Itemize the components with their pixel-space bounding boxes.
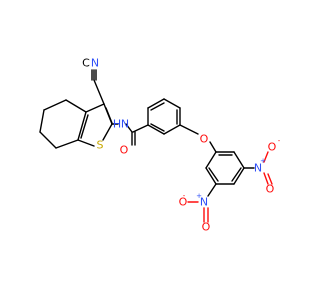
carbonyl-oxygen-label: O: [120, 144, 129, 157]
nitro2-oxygen-bottom-label: O: [202, 221, 211, 234]
amide-linker: [111, 123, 149, 146]
ether-oxygen-label: O: [200, 133, 209, 146]
thiophene-sulfur-label: S: [97, 139, 104, 152]
nitro2-minus-charge: -: [183, 192, 186, 200]
nitro-group-2: [187, 183, 217, 223]
nitro1-oxygen-top-label: O: [268, 141, 277, 154]
amide-hydrogen-label: H: [113, 118, 121, 131]
nitro1-nitrogen-label: N: [254, 162, 262, 175]
nitro2-plus-charge: +: [196, 192, 202, 200]
cyano-group: [91, 69, 105, 105]
nitro1-oxygen-bottom-label: O: [266, 183, 275, 196]
atom-labels: C N H N S O O N + O - O N + O - O: [82, 57, 281, 234]
thiophene-ring: [77, 103, 113, 147]
structure-svg: C N H N S O O N + O - O N + O - O: [39, 57, 281, 234]
nitro2-oxygen-left-label: O: [179, 196, 188, 209]
benzene-ring-1: [147, 98, 181, 135]
molecule-diagram: C N H N S O O N + O - O N + O - O: [39, 57, 281, 234]
nitro1-plus-charge: +: [260, 157, 266, 165]
cyclohexane-ring: [39, 99, 87, 149]
amide-nitrogen-label: N: [121, 118, 129, 131]
ether-linkage: [179, 124, 217, 153]
cyano-nitrogen-label: N: [91, 57, 99, 70]
nitro-group-1: [243, 151, 273, 185]
nitro2-nitrogen-label: N: [200, 196, 208, 209]
benzene-ring-2: [205, 151, 245, 185]
nitro1-minus-charge: -: [278, 137, 281, 145]
cyano-carbon-label: C: [82, 57, 90, 70]
